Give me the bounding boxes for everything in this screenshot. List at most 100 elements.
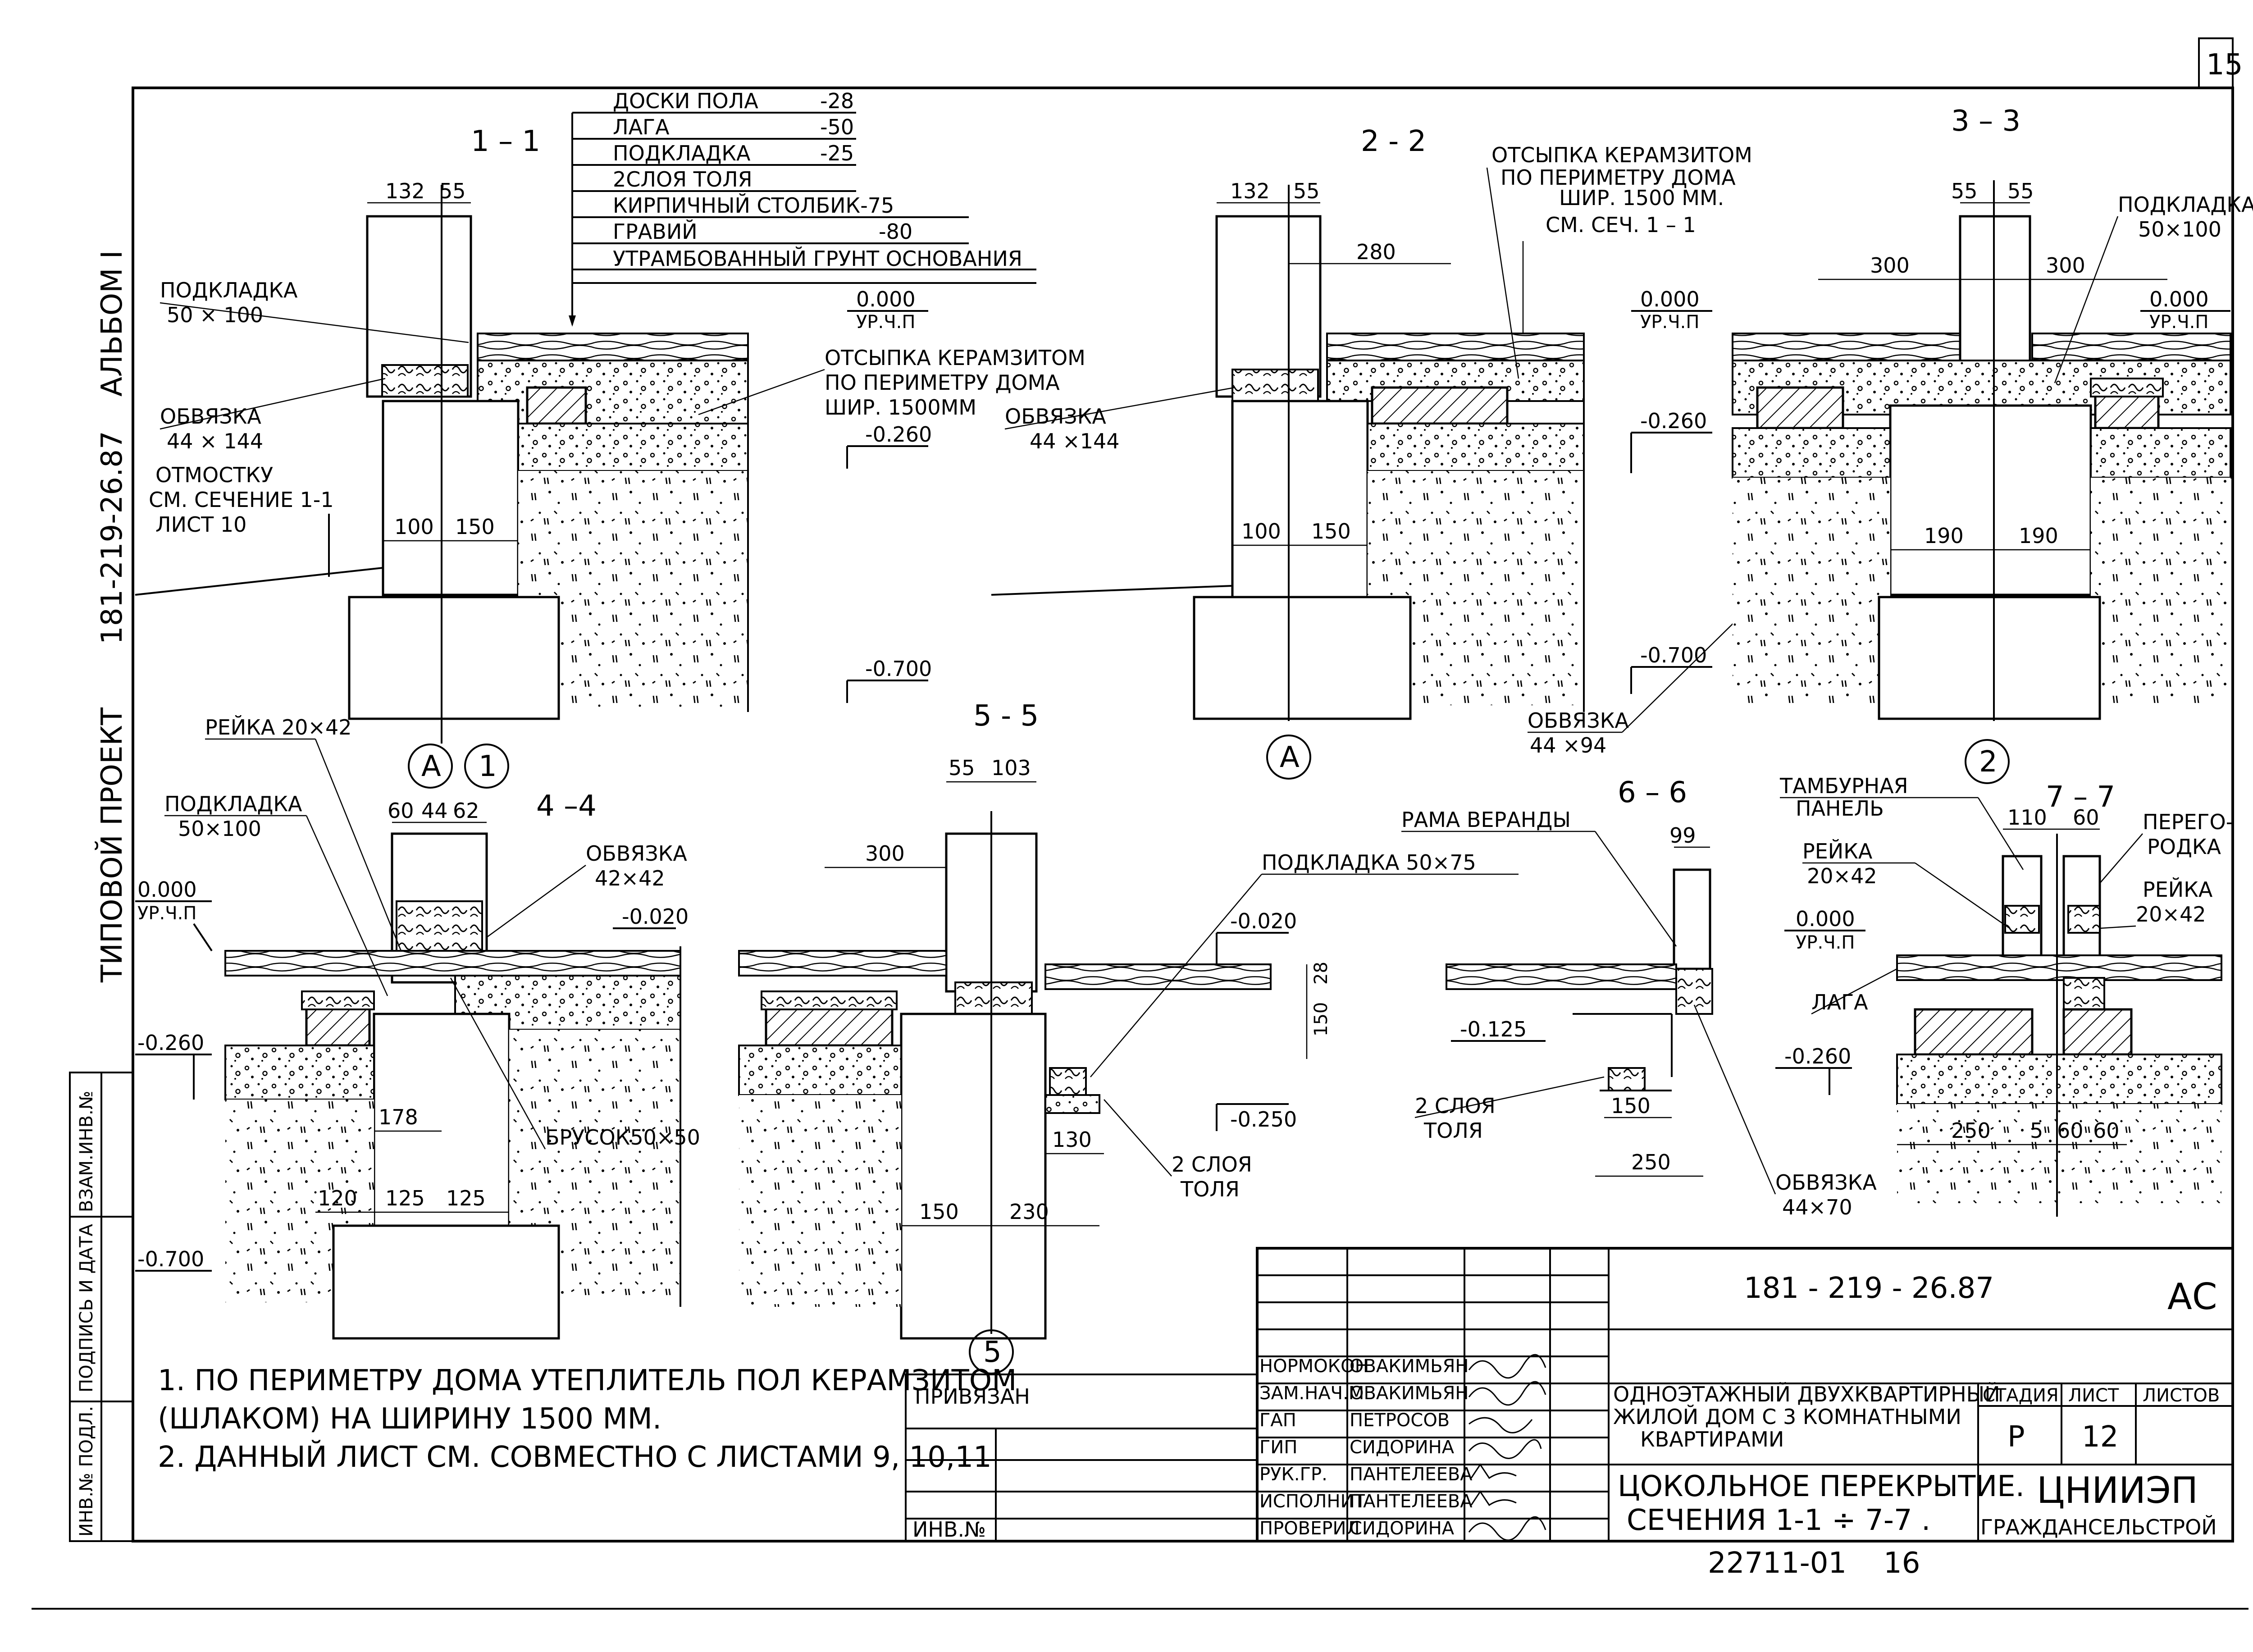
- s2-lvl-0-sub: УР.Ч.П: [1640, 312, 1699, 333]
- section-6-6: 6 – 6 99 150 250 РАМА ВЕРАНДЫ -0.125 2 С…: [1401, 776, 1877, 1219]
- s3-lvl-0-sub: УР.Ч.П: [2149, 312, 2208, 333]
- s4-dim-125a: 125: [385, 1186, 425, 1210]
- stamp-vzam: ВЗАМ.ИНВ.№: [76, 1091, 97, 1212]
- section-2-2: 2 - 2 132 55 280 100 150 ОТСЫПКА КЕРАМЗИ…: [991, 125, 1970, 780]
- s7-reika1-size: 20×42: [1807, 864, 1877, 888]
- tb-building-0: ОДНОЭТАЖНЫЙ ДВУХКВАРТИРНЫЙ: [1613, 1382, 2000, 1406]
- s3-dim-190a: 190: [1924, 524, 1964, 548]
- section-2-title: 2 - 2: [1361, 125, 1426, 158]
- note-1-cont: (ШЛАКОМ) НА ШИРИНУ 1500 ММ.: [158, 1402, 661, 1436]
- note-2: 2. ДАННЫЙ ЛИСТ СМ. СОВМЕСТНО С ЛИСТАМИ 9…: [158, 1440, 992, 1474]
- layer-2-value: -25: [820, 141, 854, 165]
- title-block: 181 - 219 - 26.87 АС НОРМОКОН ОВАКИМЬЯН …: [1256, 1247, 2234, 1580]
- layer-1-name: ЛАГА: [613, 115, 670, 139]
- s7-dim-110: 110: [2007, 805, 2047, 830]
- s6-obvyazka: ОБВЯЗКА: [1775, 1170, 1877, 1195]
- tb-sheet-title-0: ЦОКОЛЬНОЕ ПЕРЕКРЫТИЕ.: [1618, 1470, 2025, 1503]
- s7-dim-60a: 60: [2057, 1118, 2084, 1143]
- layer-6-name: УТРАМБОВАННЫЙ ГРУНТ ОСНОВАНИЯ: [613, 246, 1022, 271]
- tb-name-4: ПАНТЕЛЕЕВА: [1350, 1464, 1473, 1485]
- tb-building-2: КВАРТИРАМИ: [1640, 1427, 1784, 1451]
- tb-sheets-hdr: ЛИСТОВ: [2143, 1385, 2220, 1406]
- section-4-title: 4 –4: [536, 789, 597, 823]
- s4-podkladka: ПОДКЛАДКА: [164, 792, 302, 816]
- signature-scribbles: [1468, 1354, 1546, 1541]
- s1-podkladka-size: 50 × 100: [167, 303, 263, 327]
- s5-lvl-020: -0.020: [1230, 909, 1297, 933]
- s4-lvl-0-sub: УР.Ч.П: [137, 903, 196, 924]
- tb-role-4: РУК.ГР.: [1259, 1464, 1327, 1485]
- s4-podkladka-size: 50×100: [178, 817, 261, 841]
- s2-otsypka-2: ШИР. 1500 ММ.: [1559, 186, 1724, 210]
- s5-dim-150: 150: [919, 1200, 959, 1224]
- section-5-title: 5 - 5: [973, 699, 1039, 733]
- s6-obvyazka-size: 44×70: [1782, 1195, 1852, 1219]
- s1-dim-100: 100: [394, 515, 434, 539]
- s1-otmostka-0: ОТМОСТКУ: [155, 463, 273, 487]
- tb-sheet-hdr: ЛИСТ: [2068, 1385, 2119, 1406]
- section-7-title: 7 – 7: [2046, 780, 2115, 814]
- stamp-podpis: ПОДПИСЬ И ДАТА: [76, 1223, 97, 1392]
- s5-dim-28: 28: [1311, 962, 1332, 985]
- privyazan-stamp: ПРИВЯЗАН ИНВ.№: [905, 1374, 1258, 1542]
- s1-podkladka: ПОДКЛАДКА: [160, 278, 298, 302]
- notes: 1. ПО ПЕРИМЕТРУ ДОМА УТЕПЛИТЕЛЬ ПОЛ КЕРА…: [158, 1364, 1017, 1474]
- s2-obvyazka-size: 44 ×144: [1030, 429, 1120, 453]
- s2-dim-150: 150: [1311, 519, 1351, 543]
- s5-tolya-0: 2 СЛОЯ: [1172, 1152, 1252, 1177]
- tb-code: 181 - 219 - 26.87: [1744, 1272, 1994, 1305]
- s1-obvyazka-size: 44 × 144: [167, 429, 263, 453]
- section-7-7: 7 – 7 110 60 250 5 60 60 ТАМБУРНАЯ ПАНЕЛ…: [1775, 774, 2233, 1217]
- s1-dim-132: 132: [385, 179, 425, 203]
- tb-name-2: ПЕТРОСОВ: [1350, 1410, 1450, 1431]
- s5-axis-5: 5: [983, 1336, 1002, 1369]
- layer-4-name: КИРПИЧНЫЙ СТОЛБИК-75: [613, 193, 894, 218]
- tb-building-1: ЖИЛОЙ ДОМ С 3 КОМНАТНЫМИ: [1613, 1405, 1961, 1429]
- s1-dim-150: 150: [455, 515, 495, 539]
- s4-dim-120: 120: [318, 1186, 357, 1210]
- s4-lvl-700: -0.700: [137, 1247, 204, 1271]
- s7-tambur-0: ТАМБУРНАЯ: [1779, 774, 1908, 798]
- note-1: 1. ПО ПЕРИМЕТРУ ДОМА УТЕПЛИТЕЛЬ ПОЛ КЕРА…: [158, 1364, 1017, 1397]
- tb-name-3: СИДОРИНА: [1350, 1437, 1455, 1458]
- privyazan-inv: ИНВ.№: [912, 1517, 986, 1542]
- tb-role-2: ГАП: [1259, 1410, 1296, 1431]
- album-label: АЛЬБОМ I: [96, 250, 129, 397]
- s3-podkladka: ПОДКЛАДКА: [2118, 192, 2253, 217]
- s2-obvyazka: ОБВЯЗКА: [1005, 404, 1106, 429]
- section-3-3: 3 – 3 55 55 300 300 190 190 ПОДКЛАДКА 50…: [1732, 105, 2253, 784]
- section-4-4: 4 –4 60 44 62 178 120 125 125 РЕЙКА 20×4…: [135, 715, 700, 1340]
- s3-dim-55a: 55: [1951, 179, 1978, 203]
- s1-otmostka-2: ЛИСТ 10: [155, 512, 246, 537]
- s3-dim-300a: 300: [1870, 253, 1910, 278]
- s2-lvl-0: 0.000: [1640, 287, 1700, 311]
- layer-2-name: ПОДКЛАДКА: [613, 141, 751, 165]
- s2-otsypka-0: ОТСЫПКА КЕРАМЗИТОМ: [1491, 143, 1752, 167]
- s2-dim-132: 132: [1230, 179, 1270, 203]
- s3-axis-2: 2: [1979, 745, 1998, 779]
- s7-lvl-0-sub: УР.Ч.П: [1796, 932, 1855, 953]
- s7-dim-60b: 60: [2093, 1118, 2120, 1143]
- tb-org-1: ГРАЖДАНСЕЛЬСТРОЙ: [1980, 1515, 2217, 1539]
- privyazan-title: ПРИВЯЗАН: [915, 1384, 1030, 1409]
- tb-name-0: ОВАКИМЬЯН: [1350, 1356, 1469, 1377]
- s2-otsypka-3: СМ. СЕЧ. 1 – 1: [1546, 213, 1696, 237]
- tb-name-1: ОВАКИМЬЯН: [1350, 1383, 1469, 1404]
- section-3-title: 3 – 3: [1951, 105, 2020, 138]
- s7-peregorodka-1: РОДКА: [2147, 835, 2221, 859]
- s1-otmostka-1: СМ. СЕЧЕНИЕ 1-1: [149, 488, 334, 512]
- s7-lvl-260: -0.260: [1784, 1044, 1851, 1068]
- s2-dim-100: 100: [1241, 519, 1281, 543]
- s1-lvl-700: -0.700: [865, 657, 932, 681]
- s4-brusok: БРУСОК50×50: [545, 1125, 700, 1150]
- sheet-number-box: [2198, 37, 2234, 89]
- s7-tambur-1: ПАНЕЛЬ: [1796, 796, 1884, 821]
- s5-dim-130: 130: [1052, 1127, 1092, 1152]
- s6-dim-99: 99: [1669, 823, 1696, 848]
- s4-dim-178: 178: [379, 1105, 418, 1129]
- tb-footer-code: 22711-01: [1708, 1547, 1847, 1580]
- s7-dim-60: 60: [2073, 805, 2099, 830]
- s1-lvl-0-sub: УР.Ч.П: [856, 312, 915, 333]
- s2-obvyazka2: ОБВЯЗКА: [1528, 708, 1629, 733]
